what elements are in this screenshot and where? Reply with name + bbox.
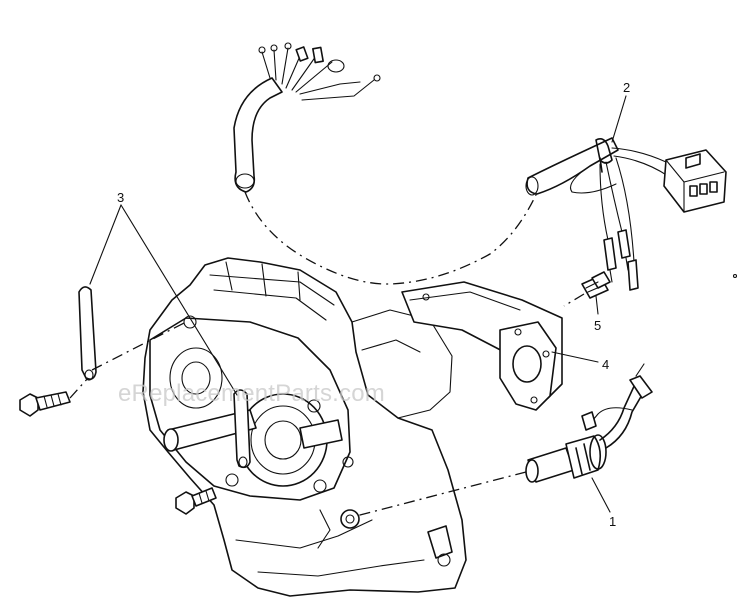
gasket-cover <box>401 281 563 411</box>
alignment-line-screw <box>563 293 585 307</box>
strap-bracket-left <box>78 286 97 381</box>
callout-5: 5 <box>594 318 601 333</box>
bolt-lower <box>175 487 217 515</box>
alignment-line-strap <box>91 321 187 371</box>
leader-lines <box>89 95 627 513</box>
alignment-line-bolt-left <box>69 377 89 399</box>
callout-3: 3 <box>117 190 124 205</box>
bolt-left <box>19 391 71 417</box>
screw <box>581 271 611 299</box>
part-mark-dot <box>732 273 738 279</box>
harness-connection-line <box>244 185 541 285</box>
watermark-text: eReplacementParts.com <box>118 380 385 407</box>
engine-block <box>142 257 467 597</box>
sensor-switch <box>525 363 653 483</box>
alignment-line-sensor <box>355 471 527 517</box>
wiring-harness <box>525 137 727 291</box>
callout-4: 4 <box>602 357 609 372</box>
harness-end-top <box>233 42 381 193</box>
strap-bracket-right <box>233 389 251 469</box>
callout-2: 2 <box>623 80 630 95</box>
callout-1: 1 <box>609 514 616 529</box>
